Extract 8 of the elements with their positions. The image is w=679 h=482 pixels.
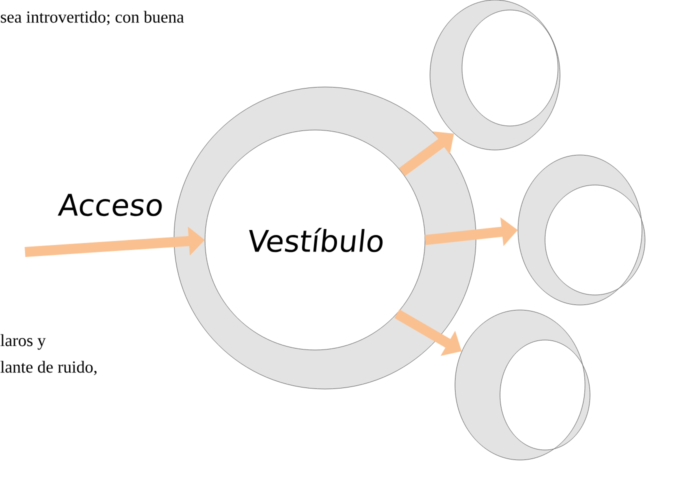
edge-label: Acceso	[58, 194, 162, 216]
text-fragment: laros y	[0, 334, 46, 350]
ring-shape	[454, 310, 590, 460]
text-fragment: sea introvertido; con buena	[0, 10, 184, 26]
arrow	[398, 131, 454, 176]
ring-shape	[518, 154, 646, 306]
text-fragment: lante de ruido,	[0, 360, 96, 376]
ring-shape	[430, 0, 560, 150]
